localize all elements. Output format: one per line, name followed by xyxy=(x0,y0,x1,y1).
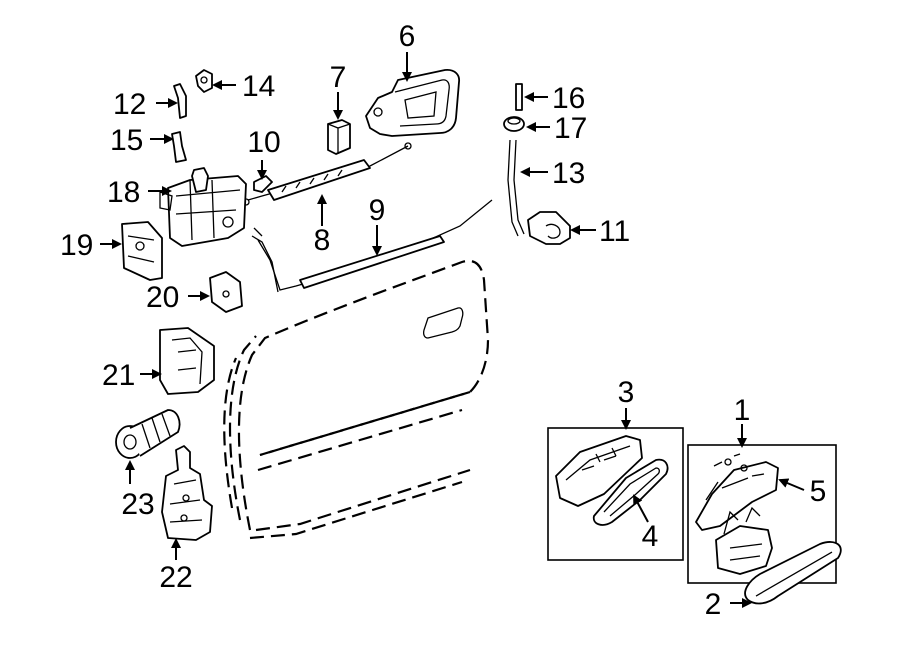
callout-4: 4 xyxy=(642,520,659,553)
handle-base-part-1 xyxy=(715,506,773,575)
callout-9: 9 xyxy=(369,194,386,227)
bumper-part-23 xyxy=(115,409,181,459)
callout-7: 7 xyxy=(330,61,347,94)
gasket-part-4 xyxy=(592,458,669,526)
rod-part-13 xyxy=(507,139,525,237)
inside-handle-part-6 xyxy=(365,69,460,137)
check-part-22 xyxy=(161,445,213,541)
callout-19: 19 xyxy=(60,229,93,262)
callout-16: 16 xyxy=(552,82,585,115)
lock-rod-part-8 xyxy=(242,142,412,206)
callout-10: 10 xyxy=(247,126,280,159)
clip-part-15 xyxy=(171,131,187,163)
callout-18: 18 xyxy=(107,176,140,209)
cover-part-2 xyxy=(744,541,842,605)
callout-14: 14 xyxy=(242,70,275,103)
door-shell xyxy=(223,259,490,540)
callout-23: 23 xyxy=(121,488,154,521)
callout-21: 21 xyxy=(102,359,135,392)
handle-part-1 xyxy=(695,453,779,531)
callout-arrows xyxy=(100,52,805,608)
hinge-part-21 xyxy=(159,327,215,395)
callout-3: 3 xyxy=(618,376,635,409)
plate-part-19 xyxy=(121,221,163,281)
callout-20: 20 xyxy=(146,281,179,314)
knob-part-17 xyxy=(503,116,525,132)
callout-17: 17 xyxy=(554,112,587,145)
pin-part-16 xyxy=(515,83,523,111)
plate-part-20 xyxy=(209,271,243,313)
latch-cable-part-9 xyxy=(251,199,493,293)
rod-clip-part-12 xyxy=(173,83,187,119)
actuator-part-11 xyxy=(527,211,571,245)
callout-6: 6 xyxy=(399,20,416,53)
callout-22: 22 xyxy=(159,561,192,594)
callout-11: 11 xyxy=(599,215,630,248)
callout-2: 2 xyxy=(705,588,722,621)
clip-part-7 xyxy=(327,119,351,155)
callout-12: 12 xyxy=(113,88,146,121)
callout-13: 13 xyxy=(552,157,585,190)
callout-15: 15 xyxy=(110,124,143,157)
clip-part-14 xyxy=(195,69,213,93)
callout-1: 1 xyxy=(734,394,751,427)
callout-5: 5 xyxy=(810,475,827,508)
lock-actuator-part-18 xyxy=(159,167,247,247)
handle-part-3 xyxy=(555,435,643,507)
group-box-3-4 xyxy=(547,427,684,561)
callout-8: 8 xyxy=(314,224,331,257)
